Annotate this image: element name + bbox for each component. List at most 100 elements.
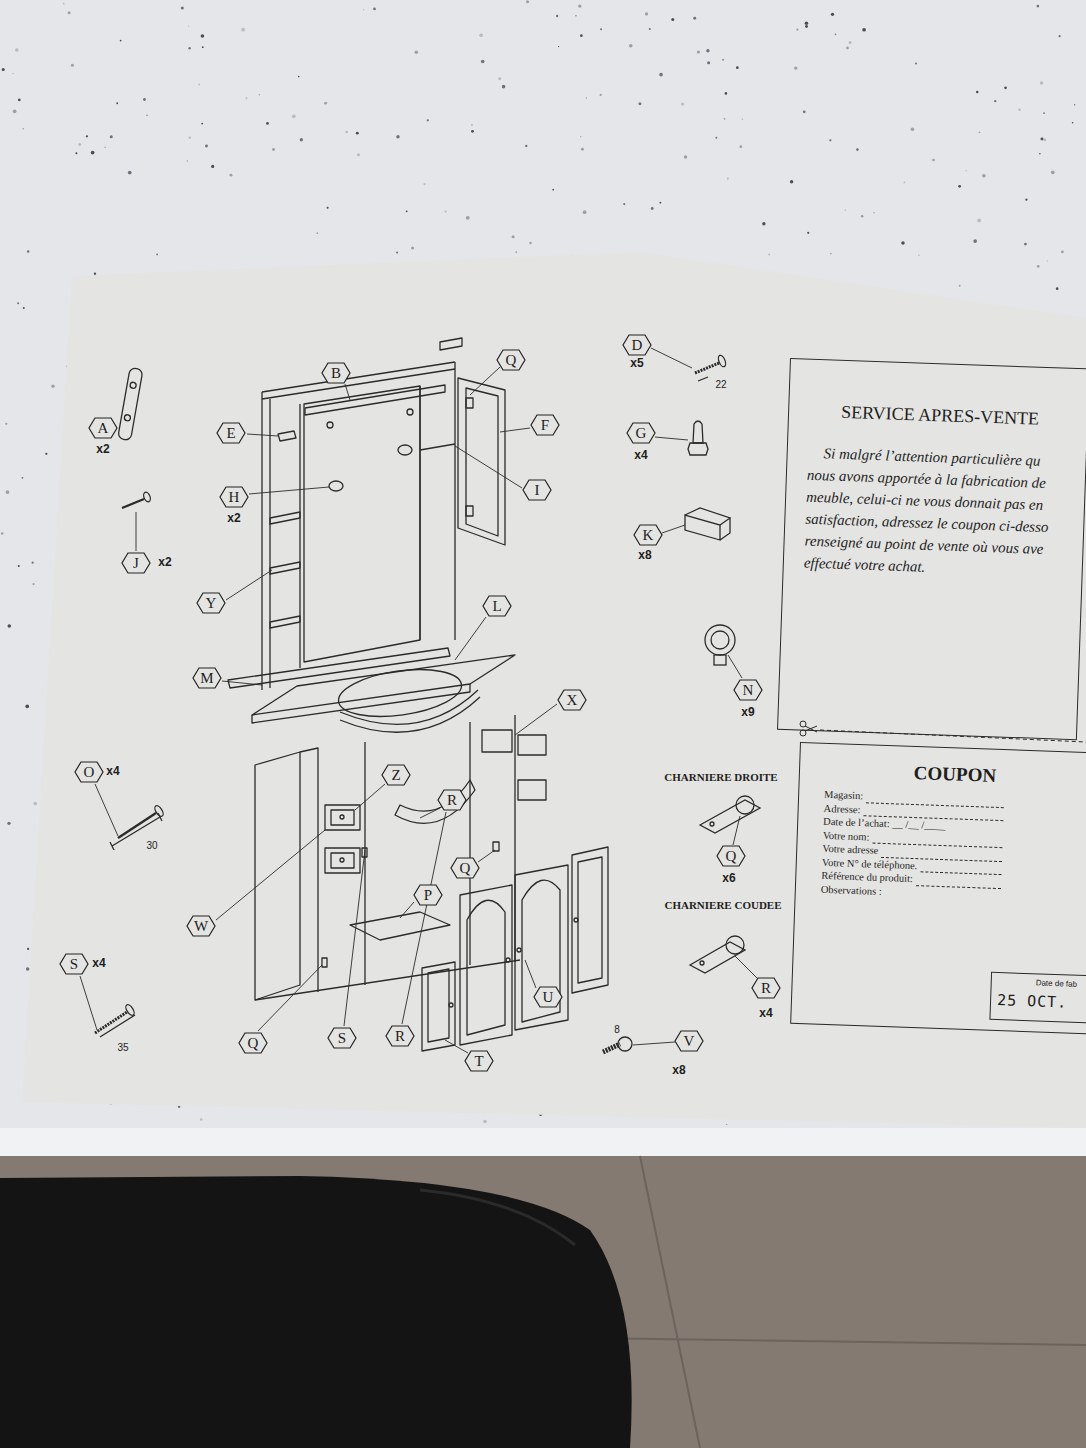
countertop-speckle	[959, 285, 961, 287]
hardware-illustration	[700, 961, 704, 965]
countertop-speckle	[681, 103, 684, 106]
furniture-illustration	[305, 385, 445, 415]
countertop-speckle	[406, 210, 408, 212]
countertop-speckle	[979, 132, 981, 134]
countertop-speckle	[1024, 243, 1027, 246]
countertop-speckle	[327, 207, 329, 209]
countertop-speckle	[246, 97, 248, 99]
callout-hexagon: R	[385, 1025, 415, 1047]
countertop-speckle	[977, 219, 981, 223]
furniture-illustration	[255, 960, 520, 1000]
countertop-speckle	[33, 802, 37, 806]
furniture-illustration	[322, 958, 327, 967]
hexagon-outline	[89, 418, 117, 438]
countertop-speckle	[742, 118, 744, 120]
countertop-speckle	[671, 18, 674, 21]
countertop-speckle	[45, 453, 47, 455]
countertop-speckle	[846, 47, 849, 50]
countertop-speckle	[78, 143, 81, 146]
hexagon-outline	[438, 790, 466, 810]
quantity-label: x4	[759, 1007, 772, 1020]
furniture-illustration	[458, 378, 505, 545]
countertop-speckle	[600, 94, 602, 96]
countertop-speckle	[91, 151, 95, 155]
furniture-illustration	[578, 857, 602, 983]
hexagon-outline	[122, 553, 150, 573]
callout-hexagon: R	[751, 977, 781, 999]
countertop-speckle	[1004, 86, 1007, 89]
countertop-speckle	[651, 207, 654, 210]
countertop-speckle	[794, 66, 797, 69]
hexagon-outline	[220, 487, 248, 507]
furniture-illustration	[331, 853, 354, 868]
callout-hexagon: A	[88, 417, 118, 439]
countertop-speckle	[356, 132, 359, 135]
countertop-speckle	[189, 137, 191, 139]
countertop-speckle	[181, 6, 184, 9]
countertop-speckle	[324, 102, 327, 105]
stamp-date: 25 OCT.	[991, 987, 1086, 1016]
hexagon-outline	[386, 1026, 414, 1046]
countertop-speckle	[27, 250, 29, 252]
quantity-label: x6	[722, 872, 735, 885]
countertop-speckle	[143, 98, 146, 101]
furniture-illustration	[398, 445, 412, 455]
leader-line	[355, 784, 385, 810]
leader-line	[651, 348, 692, 368]
callout-hexagon: T	[464, 1050, 494, 1072]
furniture-illustration	[340, 690, 480, 732]
floor-tile	[0, 1156, 1086, 1448]
countertop-speckle	[466, 216, 470, 220]
countertop-speckle	[726, 1124, 727, 1125]
hardware-illustration	[124, 414, 131, 421]
hardware-illustration	[693, 421, 703, 443]
hexagon-outline	[752, 978, 780, 998]
leader-line	[515, 704, 557, 735]
countertop-speckle	[178, 1106, 180, 1108]
furniture-illustration	[350, 912, 450, 940]
countertop-speckle	[13, 109, 17, 113]
countertop-speckle	[552, 189, 554, 191]
hexagon-outline	[717, 846, 745, 866]
countertop-speckle	[904, 182, 906, 184]
hexagon-outline	[322, 363, 350, 383]
countertop-speckle	[23, 307, 25, 309]
hardware-illustration	[705, 625, 735, 655]
countertop-speckle	[27, 948, 29, 950]
countertop-speckle	[1041, 138, 1044, 141]
countertop-speckle	[481, 60, 485, 64]
fill-line	[866, 793, 1004, 808]
furniture-illustration	[270, 562, 300, 574]
countertop-speckle	[300, 138, 303, 141]
countertop-speckle	[427, 119, 429, 121]
section-title: SERVICE APRES-VENTE	[809, 400, 1072, 431]
countertop-speckle	[116, 102, 118, 104]
stamp-label: Date de fab	[992, 976, 1086, 990]
hardware-illustration	[714, 655, 726, 665]
section-title: COUPON	[913, 761, 996, 788]
countertop-speckle	[932, 159, 935, 162]
hardware-illustration	[688, 443, 708, 455]
callout-hexagon: N	[733, 679, 763, 701]
body-text: Si malgré l’attention particulière qu no…	[803, 442, 1067, 583]
furniture-illustration	[325, 805, 360, 830]
leader-line	[445, 1040, 468, 1053]
callout-hexagon: I	[522, 479, 552, 501]
countertop-speckle	[849, 41, 852, 44]
countertop-speckle	[198, 83, 200, 85]
furniture-illustration	[470, 715, 515, 965]
countertop-speckle	[790, 180, 793, 183]
countertop-speckle	[901, 241, 905, 245]
furniture-illustration	[304, 386, 420, 662]
quantity-label: x4	[92, 957, 105, 970]
hexagon-outline	[523, 480, 551, 500]
countertop-speckle	[6, 490, 10, 494]
fill-line	[872, 834, 1003, 849]
furniture-illustration	[420, 386, 455, 640]
callout-hexagon: O	[74, 761, 104, 783]
hardware-illustration	[95, 354, 760, 1052]
quantity-label: x8	[638, 549, 651, 562]
countertop-speckle	[715, 137, 717, 139]
callout-hexagon: P	[413, 884, 443, 906]
